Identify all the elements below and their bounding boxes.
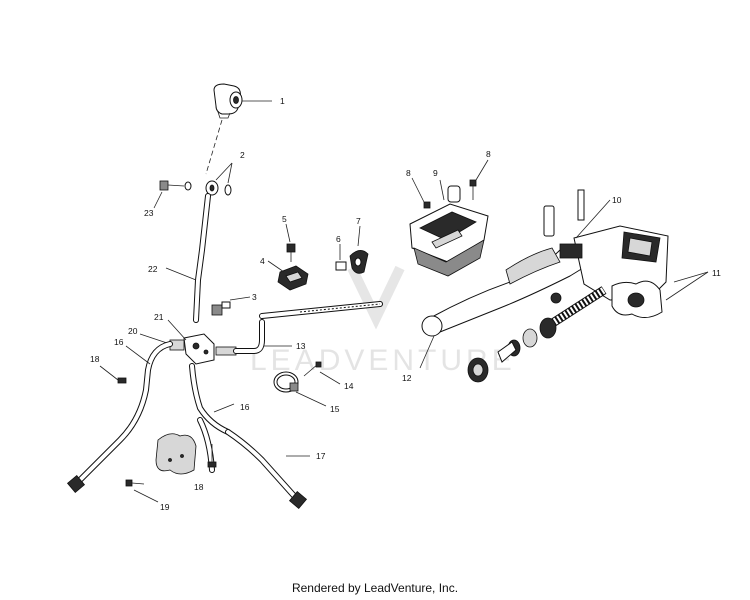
callout-21: 21 [154, 312, 164, 322]
piston-assembly [467, 286, 607, 383]
part-16-lower-hose [189, 363, 231, 473]
part-18-left-clip [117, 377, 127, 384]
callout-12: 12 [402, 373, 412, 383]
part-13-brake-tube [215, 301, 383, 356]
callout-14: 14 [344, 381, 354, 391]
callout-19: 19 [160, 502, 170, 512]
callout-20: 20 [128, 326, 138, 336]
callout-8-right: 8 [486, 149, 491, 159]
callout-6: 6 [336, 234, 341, 244]
callout-18-right: 18 [194, 482, 204, 492]
part-5-screw [286, 243, 296, 262]
part-11-handlebar-clamp [611, 280, 663, 318]
callout-22: 22 [148, 264, 158, 274]
part-2-washers [184, 180, 232, 196]
callout-7: 7 [356, 216, 361, 226]
callout-17: 17 [316, 451, 326, 461]
callout-1: 1 [280, 96, 285, 106]
rendered-by-credit: Rendered by LeadVenture, Inc. [291, 581, 459, 595]
part-19-bracket [155, 433, 197, 475]
part-6-nut [335, 261, 347, 271]
callout-15: 15 [330, 404, 340, 414]
callout-16-right: 16 [240, 402, 250, 412]
part-18-lower-clip [207, 461, 217, 468]
part-4-clip [277, 265, 309, 291]
callout-5: 5 [282, 214, 287, 224]
part-22-brake-line [193, 193, 211, 323]
part-15-hose-clamp [273, 371, 299, 393]
part-9-reservoir-cover [409, 185, 489, 277]
part-19-screw [125, 479, 145, 487]
callout-2: 2 [240, 150, 245, 160]
callout-9: 9 [433, 168, 438, 178]
part-1-tee-fitting [213, 83, 243, 119]
part-23-bolt [159, 180, 185, 191]
part-3-fitting [211, 301, 231, 316]
callout-10: 10 [612, 195, 622, 205]
part-8-screw-left [423, 201, 431, 209]
callout-18-left: 18 [90, 354, 100, 364]
callout-11: 11 [712, 268, 721, 278]
callout-8-left: 8 [406, 168, 411, 178]
callout-labels: 1 2 23 22 3 21 20 16 18 4 5 6 7 13 14 15… [90, 96, 721, 512]
part-12-brake-lever [421, 239, 597, 337]
part-7-clamp [349, 250, 369, 274]
callout-16-left: 16 [114, 337, 124, 347]
callout-4: 4 [260, 256, 265, 266]
part-17-hose [225, 429, 308, 510]
part-8-screw-right [469, 179, 477, 200]
part-21-junction-block [183, 333, 215, 365]
callout-13: 13 [296, 341, 306, 351]
part-14-screw [303, 361, 322, 377]
callout-3: 3 [252, 292, 257, 302]
callout-23: 23 [144, 208, 154, 218]
part-16-left-hose [66, 341, 173, 494]
